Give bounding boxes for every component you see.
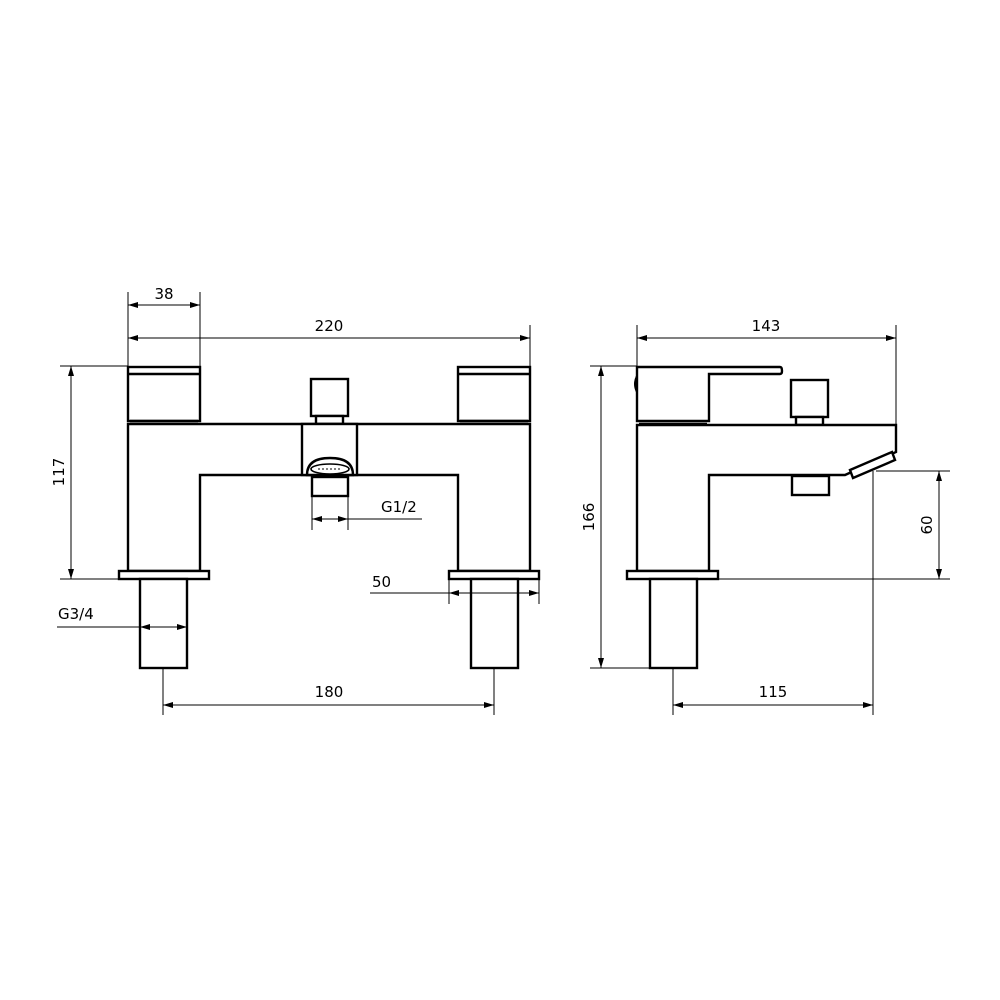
right-inlet-pipe bbox=[469, 577, 520, 670]
side-view: 143 166 60 115 bbox=[580, 317, 950, 715]
dim-label: 143 bbox=[752, 317, 781, 335]
left-inlet-pipe bbox=[138, 577, 189, 670]
diverter-knob bbox=[309, 377, 350, 426]
right-flange bbox=[447, 569, 541, 581]
dim-label: 38 bbox=[154, 285, 173, 303]
dim-label: 60 bbox=[918, 515, 936, 534]
dim-centres: 180 bbox=[162, 668, 495, 715]
side-diverter-knob bbox=[789, 378, 830, 427]
front-view: 38 220 117 G1/2 G3/4 bbox=[50, 285, 541, 715]
dim-label: G3/4 bbox=[58, 605, 94, 623]
dim-overall-height: 166 bbox=[580, 365, 650, 669]
dim-spout-projection: 115 bbox=[672, 471, 874, 715]
dim-handle-width: 38 bbox=[127, 285, 201, 367]
lever-handle bbox=[634, 365, 784, 426]
left-handle bbox=[126, 365, 202, 423]
dim-inlet-thread: G3/4 bbox=[57, 605, 187, 630]
dim-label: 166 bbox=[580, 503, 598, 532]
side-inlet-pipe bbox=[648, 577, 699, 670]
right-handle bbox=[456, 365, 532, 423]
dim-label: 180 bbox=[315, 683, 344, 701]
side-aerator bbox=[790, 474, 831, 497]
dim-height-to-deck: 117 bbox=[50, 365, 128, 580]
dim-label: 115 bbox=[759, 683, 788, 701]
dim-label: G1/2 bbox=[381, 498, 417, 516]
left-flange bbox=[117, 569, 211, 581]
dim-label: 50 bbox=[372, 573, 391, 591]
dim-overall-width: 220 bbox=[128, 317, 531, 367]
side-flange bbox=[625, 569, 720, 581]
dim-label: 117 bbox=[50, 458, 68, 487]
spout-outlet bbox=[848, 450, 897, 480]
aerator bbox=[305, 456, 355, 498]
dim-label: 220 bbox=[315, 317, 344, 335]
dim-spout-height: 60 bbox=[718, 470, 950, 580]
side-tap-body bbox=[635, 423, 898, 573]
dim-flange-width: 50 bbox=[370, 573, 540, 604]
dim-depth: 143 bbox=[636, 317, 897, 425]
dim-outlet-thread: G1/2 bbox=[311, 496, 422, 530]
